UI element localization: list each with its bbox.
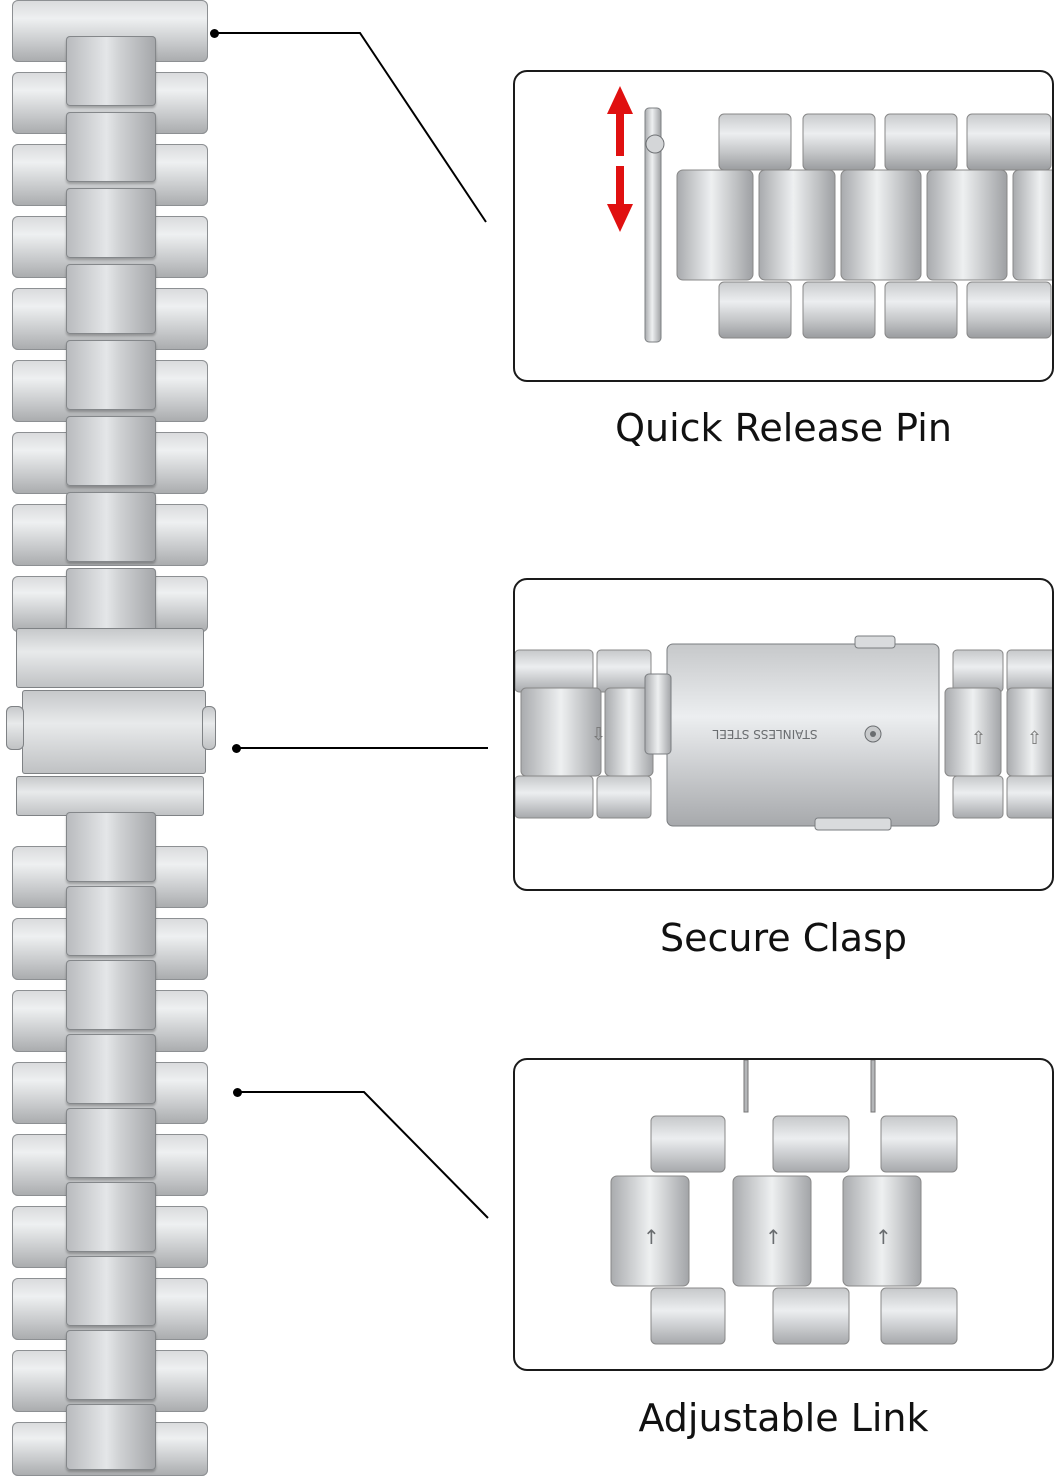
band-center-link	[66, 492, 156, 562]
link-pin	[743, 1060, 749, 1113]
leader-line-link	[240, 1091, 489, 1219]
red-arrow-up-icon	[607, 86, 633, 156]
band-center-link	[66, 112, 156, 182]
svg-text:⇩: ⇩	[591, 724, 606, 745]
direction-arrow-icon: ↑	[643, 1225, 660, 1249]
feature-caption: Quick Release Pin	[615, 406, 952, 450]
band-clasp-cover	[22, 690, 206, 774]
red-arrow-down-icon	[607, 166, 633, 232]
band-center-link	[66, 416, 156, 486]
leader-line-pin	[218, 32, 487, 223]
band-clasp-lower	[16, 776, 204, 816]
band-center-link	[66, 1330, 156, 1400]
band-center-link	[66, 960, 156, 1030]
band-center-link	[66, 1256, 156, 1326]
quick-release-pin-illustration	[607, 86, 1052, 343]
band-center-link	[66, 264, 156, 334]
band-center-link	[66, 340, 156, 410]
band-clasp	[16, 628, 204, 688]
secure-clasp-illustration: ⇩ STAINLESS STEEL ⇧ ⇧	[515, 635, 1052, 831]
pin-knob-icon	[645, 134, 665, 154]
direction-arrow-icon: ↑	[875, 1225, 892, 1249]
band-center-link	[66, 1034, 156, 1104]
band-center-link	[66, 1404, 156, 1470]
direction-arrow-icon: ↑	[765, 1225, 782, 1249]
band-center-link	[66, 188, 156, 258]
svg-text:⇧: ⇧	[971, 728, 986, 749]
feature-caption: Adjustable Link	[638, 1396, 929, 1440]
leader-dot	[210, 29, 219, 38]
band-center-link	[66, 812, 156, 882]
leader-dot	[233, 1088, 242, 1097]
release-pin	[644, 107, 662, 343]
adjustable-link-panel: ↑ ↑ ↑	[513, 1058, 1054, 1371]
secure-clasp-panel: ⇩ STAINLESS STEEL ⇧ ⇧	[513, 578, 1054, 891]
watch-band	[6, 0, 216, 1476]
svg-text:⇧: ⇧	[1027, 728, 1042, 749]
adjustable-link-illustration: ↑ ↑ ↑	[610, 1060, 958, 1345]
leader-dot	[232, 744, 241, 753]
band-center-link	[66, 1108, 156, 1178]
link-pin	[870, 1060, 876, 1113]
quick-release-pin-panel	[513, 70, 1054, 382]
band-center-link	[66, 886, 156, 956]
feature-caption: Secure Clasp	[659, 916, 908, 960]
band-center-link	[66, 36, 156, 106]
band-clasp-button	[202, 706, 216, 750]
band-clasp-button	[6, 706, 24, 750]
clasp-engraving: STAINLESS STEEL	[712, 727, 817, 741]
band-center-link	[66, 1182, 156, 1252]
